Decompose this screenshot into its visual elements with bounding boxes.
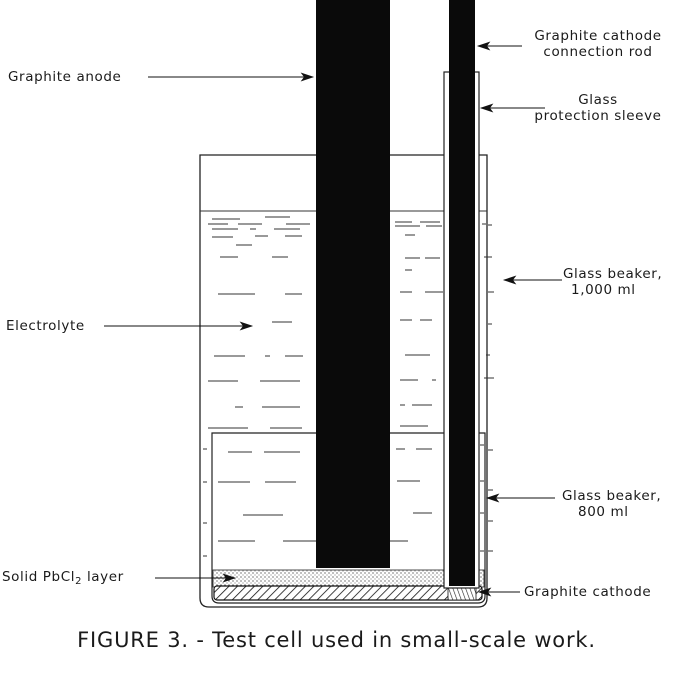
graphite-anode <box>316 0 390 568</box>
graphite-cathode <box>213 585 483 601</box>
label-pbcl2-prefix: Solid PbCl <box>2 569 76 585</box>
leader-arrows <box>104 41 562 597</box>
label-pbcl2-suffix: layer <box>82 569 124 585</box>
pbcl2-layer <box>212 569 485 588</box>
label-beaker-800-line1: Glass beaker, <box>562 488 662 504</box>
label-sleeve-line2: protection sleeve <box>534 108 662 124</box>
label-graphite-anode: Graphite anode <box>8 69 122 85</box>
label-beaker-1000-line1: Glass beaker, <box>563 266 663 282</box>
label-cathode-rod-line2: connection rod <box>543 44 653 60</box>
label-glass-beaker-1000ml: Glass beaker, 1,000 ml <box>563 266 662 298</box>
label-sleeve-line1: Glass <box>578 92 618 108</box>
label-electrolyte: Electrolyte <box>6 318 85 334</box>
label-cathode-connection-rod: Graphite cathode connection rod <box>525 28 671 60</box>
label-glass-protection-sleeve: Glass protection sleeve <box>528 92 668 124</box>
label-cathode-rod-line1: Graphite cathode <box>534 28 662 44</box>
label-beaker-1000-line2: 1,000 ml <box>571 282 636 298</box>
label-graphite-cathode: Graphite cathode <box>524 584 652 600</box>
figure-caption: FIGURE 3. - Test cell used in small-scal… <box>77 628 596 652</box>
label-pbcl2-subscript: 2 <box>75 576 83 587</box>
graphite-cathode-connection-rod <box>449 0 475 586</box>
label-glass-beaker-800ml: Glass beaker, 800 ml <box>562 488 661 520</box>
label-solid-pbcl2-layer: Solid PbCl2 layer <box>2 569 124 590</box>
label-beaker-800-line2: 800 ml <box>578 504 629 520</box>
electrolyte-dashes <box>203 216 494 557</box>
